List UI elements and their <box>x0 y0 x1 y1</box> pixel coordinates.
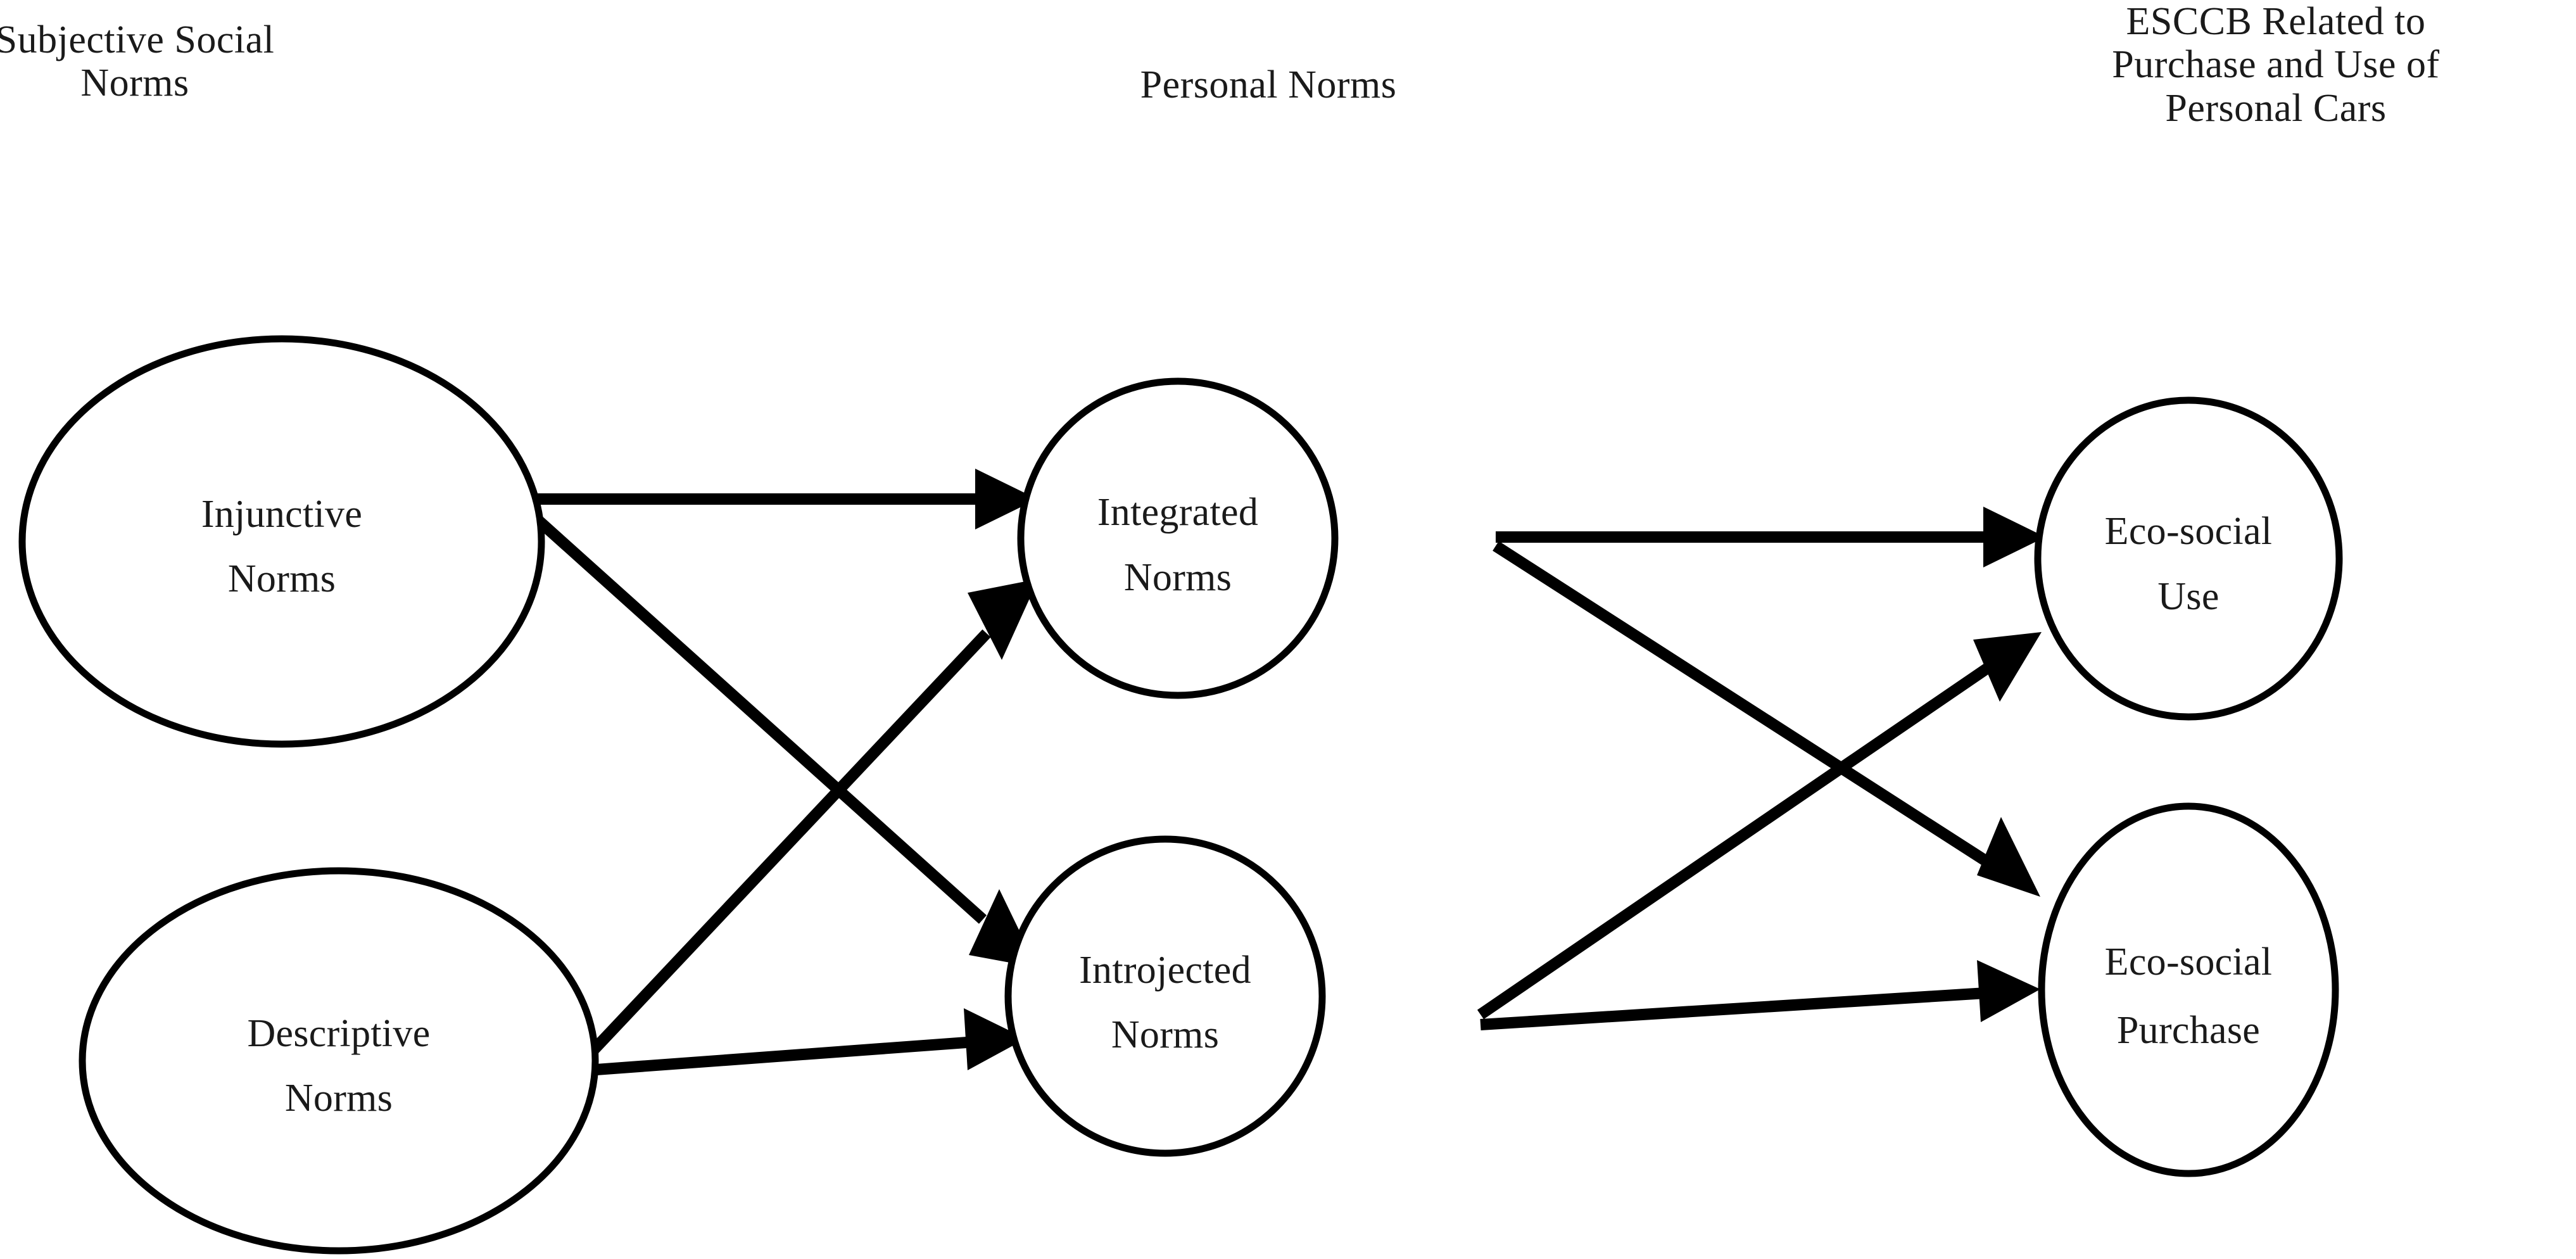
column-header-subjective-social-norms: Subjective Social Norms <box>0 18 274 104</box>
node-label-line: Injunctive <box>201 493 362 536</box>
node-label-line: Integrated <box>1097 491 1258 534</box>
node-label-line: Use <box>2157 575 2219 618</box>
edge-injunctive-to-introjected <box>519 502 1037 968</box>
node-ellipse-shape[interactable] <box>2038 802 2339 1177</box>
edge-integrated-to-eco-social-purchase <box>1493 541 2040 897</box>
edge-shaft <box>1477 662 1992 1020</box>
edge-shaft <box>1493 541 1992 868</box>
node-ellipse-shape[interactable] <box>79 867 599 1255</box>
edge-shaft <box>583 629 991 1061</box>
header-line: Subjective Social <box>0 18 274 61</box>
node-ellipse-shape[interactable] <box>1004 835 1326 1157</box>
node-label-line: Eco-social <box>2105 940 2273 984</box>
arrowhead-icon <box>1977 960 2040 1022</box>
node-label-line: Eco-social <box>2105 510 2273 553</box>
node-ellipse-shape[interactable] <box>2034 396 2343 721</box>
edge-shaft <box>1480 987 1986 1030</box>
arrowhead-icon <box>975 469 1037 529</box>
edge-introjected-to-eco-social-purchase <box>1480 960 2040 1030</box>
edge-descriptive-to-introjected <box>587 1008 1026 1076</box>
edge-injunctive-to-integrated <box>523 469 1037 529</box>
node-eco-social-use[interactable]: Eco-social Use <box>2034 396 2343 721</box>
edge-introjected-to-eco-social-use <box>1477 632 2042 1020</box>
header-line: Norms <box>80 61 189 104</box>
header-line: Personal Cars <box>2165 87 2386 130</box>
node-ellipse-shape[interactable] <box>1017 377 1339 699</box>
node-introjected-norms[interactable]: Introjected Norms <box>1004 835 1326 1157</box>
node-label-line: Purchase <box>2117 1009 2260 1052</box>
node-label-line: Norms <box>285 1077 393 1120</box>
node-label-line: Descriptive <box>247 1012 430 1055</box>
header-line: Personal Norms <box>1140 63 1397 106</box>
edge-shaft <box>587 1036 976 1076</box>
arrowhead-icon <box>1973 632 2042 702</box>
header-line: Purchase and Use of <box>2112 43 2439 86</box>
edge-descriptive-to-integrated <box>583 579 1039 1061</box>
node-label-line: Norms <box>1124 556 1232 599</box>
node-eco-social-purchase[interactable]: Eco-social Purchase <box>2038 802 2339 1177</box>
node-label-line: Norms <box>228 557 336 600</box>
arrowhead-icon <box>1983 507 2045 567</box>
edge-shaft <box>519 502 987 924</box>
edge-integrated-to-eco-social-use <box>1496 507 2045 567</box>
node-label-line: Introjected <box>1079 949 1251 992</box>
column-header-esccb-outcomes: ESCCB Related to Purchase and Use of Per… <box>2112 0 2439 130</box>
node-label-line: Norms <box>1111 1013 1219 1056</box>
node-ellipse-shape[interactable] <box>18 335 545 748</box>
column-header-personal-norms: Personal Norms <box>1140 63 1397 106</box>
arrowhead-icon <box>968 579 1039 660</box>
node-integrated-norms[interactable]: Integrated Norms <box>1017 377 1339 699</box>
header-line: ESCCB Related to <box>2126 0 2426 43</box>
arrowhead-icon <box>1977 817 2040 897</box>
node-injunctive-norms[interactable]: Injunctive Norms <box>18 335 545 748</box>
arrowhead-icon <box>964 1008 1026 1070</box>
node-descriptive-norms[interactable]: Descriptive Norms <box>79 867 599 1255</box>
